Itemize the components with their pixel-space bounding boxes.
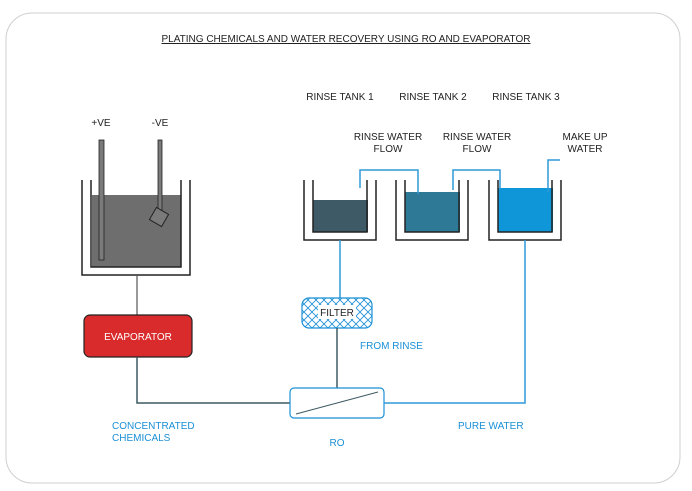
ro-membrane	[295, 391, 379, 415]
overflow-pipe-2-to-1	[359, 169, 419, 194]
evaporator	[83, 314, 193, 358]
negative-electrode-label: -VE	[152, 118, 169, 129]
overflow-pipe-3-to-2	[452, 169, 501, 190]
anode-electrode	[98, 139, 105, 261]
rinse-tank-1-label: RINSE TANK 1	[306, 92, 374, 103]
plating-bath-liquid	[92, 195, 181, 267]
concentrate-line	[136, 357, 290, 404]
makeup-water-line1: MAKE UP	[562, 132, 607, 143]
makeup-water-pipe	[547, 159, 560, 192]
filter-label-bg	[318, 305, 356, 319]
filter-label: FILTER	[320, 308, 354, 319]
cathode-workpiece	[148, 206, 170, 228]
rinse-tank-3-water	[498, 188, 553, 232]
diagram-title: PLATING CHEMICALS AND WATER RECOVERY USI…	[162, 34, 531, 45]
diagram-frame	[5, 12, 681, 484]
rinse-tank-2	[395, 180, 469, 241]
concentrated-label-line1: CONCENTRATED	[112, 421, 195, 432]
makeup-water-line2: WATER	[568, 144, 603, 155]
pure-water-line	[384, 240, 526, 404]
plating-bath-tank	[81, 180, 191, 276]
rinse-flow-2-line1: RINSE WATER	[443, 132, 511, 143]
concentrated-label-line2: CHEMICALS	[112, 433, 171, 444]
pure-water-label: PURE WATER	[458, 421, 524, 432]
rinse-tank-2-label: RINSE TANK 2	[399, 92, 467, 103]
cathode-rod	[157, 139, 163, 211]
from-rinse-label: FROM RINSE	[360, 341, 423, 352]
rinse-tank-1-water	[313, 200, 368, 232]
ro-label: RO	[330, 438, 345, 449]
rinse-tank-2-water	[405, 192, 460, 232]
positive-electrode-label: +VE	[91, 118, 111, 129]
evaporator-label: EVAPORATOR	[104, 332, 172, 343]
rinse-tank-3-label: RINSE TANK 3	[492, 92, 560, 103]
rinse-flow-1-line2: FLOW	[374, 144, 403, 155]
rinse-flow-2-line2: FLOW	[463, 144, 492, 155]
rinse-flow-1-line1: RINSE WATER	[354, 132, 422, 143]
